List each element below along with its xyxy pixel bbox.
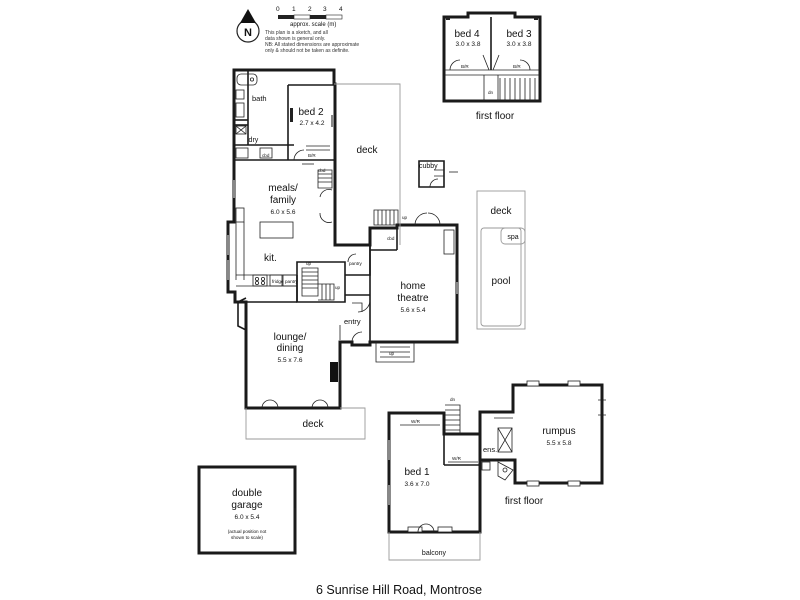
bed-1-robe-label: W/R xyxy=(411,419,421,424)
room-bed-2-size: 2.7 x 4.2 xyxy=(300,120,325,127)
room-garage: garage xyxy=(231,500,263,511)
first-floor-right-plan: rumpus 5.5 x 5.8 bed 1 3.6 x 7.0 ens. ba… xyxy=(387,380,606,561)
room-bed-3-size: 3.0 x 3.8 xyxy=(507,41,532,48)
room-rumpus-size: 5.5 x 5.8 xyxy=(547,440,572,447)
stair-down-label-right: dn xyxy=(450,397,456,402)
room-deck-pool: deck xyxy=(490,206,512,217)
fridge-label: fridge xyxy=(272,279,284,284)
garage-plan: double garage 6.0 x 5.4 (actual position… xyxy=(197,465,297,555)
theatre-stair-up-label: up xyxy=(402,215,408,220)
room-lounge: lounge/ xyxy=(274,332,307,343)
scale-tick-2: 2 xyxy=(308,6,312,13)
stair-up-label: up xyxy=(306,261,312,266)
first-floor-right-label: first floor xyxy=(505,496,544,507)
garage-note-2: shown to scale) xyxy=(231,535,263,540)
room-bed-4: bed 4 xyxy=(454,29,479,40)
room-garage-size: 6.0 x 5.4 xyxy=(235,514,260,521)
scale-label: approx. scale (m) xyxy=(290,22,336,28)
cupboard-label-2: cbd xyxy=(318,168,326,173)
room-home: home xyxy=(400,281,425,292)
spa-label: spa xyxy=(507,234,518,241)
room-double: double xyxy=(232,488,262,499)
room-meals-size: 6.0 x 5.6 xyxy=(271,209,296,216)
garage-note-1: (actual position not xyxy=(228,529,267,534)
address-title: 6 Sunrise Hill Road, Montrose xyxy=(316,583,482,597)
entry-stair-up-label: up xyxy=(389,351,395,356)
scale-note-3: NB: All stated dimensions are approximat… xyxy=(265,42,359,48)
ground-floor-plan: bath bed 2 2.7 x 4.2 ldry cbd B/R cbd de… xyxy=(226,68,526,440)
room-dining: dining xyxy=(277,343,304,354)
theatre-cupboard-label: cbd xyxy=(387,236,395,241)
bed-1-robe-label-2: W/R xyxy=(452,456,462,461)
room-deck-bottom: deck xyxy=(302,419,324,430)
bed-2-robe-label: B/R xyxy=(308,153,316,158)
north-arrow-icon xyxy=(240,9,256,23)
room-theatre: theatre xyxy=(397,293,429,304)
room-rumpus: rumpus xyxy=(542,426,575,437)
room-family: family xyxy=(270,195,296,206)
room-laundry: ldry xyxy=(247,137,259,144)
room-theatre-size: 5.6 x 5.4 xyxy=(401,307,426,314)
room-lounge-size: 5.5 x 7.6 xyxy=(278,357,303,364)
room-bed-4-size: 3.0 x 3.8 xyxy=(456,41,481,48)
bed-3-robe-label: B/R xyxy=(513,64,521,69)
room-kitchen: kit. xyxy=(264,253,277,264)
scale-bar: 0 1 2 3 4 approx. scale (m) This plan is… xyxy=(265,6,359,54)
stair-up-label-2: up xyxy=(335,285,341,290)
first-floor-top-label: first floor xyxy=(476,111,515,122)
room-cubby: cubby xyxy=(419,163,438,170)
room-balcony: balcony xyxy=(422,550,447,557)
first-floor-top-plan: bed 4 3.0 x 3.8 bed 3 3.0 x 3.8 B/R B/R … xyxy=(442,11,542,122)
room-bed-3: bed 3 xyxy=(506,29,531,40)
room-bath: bath xyxy=(252,94,267,103)
compass: N xyxy=(236,9,260,43)
scale-note-4: only & should not be taken as definite. xyxy=(265,48,350,54)
compass-letter: N xyxy=(244,27,252,39)
room-meals: meals/ xyxy=(268,183,298,194)
scale-tick-0: 0 xyxy=(276,6,280,13)
scale-note-1: This plan is a sketch, and all xyxy=(265,30,328,36)
bed-4-robe-label: B/R xyxy=(461,64,469,69)
cupboard-label: cbd xyxy=(262,153,270,158)
room-ensuite: ens. xyxy=(483,445,497,454)
scale-note-2: data shown is general only. xyxy=(265,36,325,42)
scale-tick-4: 4 xyxy=(339,6,343,13)
scale-tick-3: 3 xyxy=(323,6,327,13)
pool-label: pool xyxy=(492,276,511,287)
scale-tick-1: 1 xyxy=(292,6,296,13)
room-bed-1: bed 1 xyxy=(404,467,429,478)
room-pantry: pantry xyxy=(349,261,362,266)
room-bed-2: bed 2 xyxy=(298,107,323,118)
room-deck-top: deck xyxy=(356,145,378,156)
stair-down-label: dn xyxy=(488,90,494,95)
room-entry: entry xyxy=(344,317,361,326)
room-bed-1-size: 3.6 x 7.0 xyxy=(405,481,430,488)
pantry-small-label: pantry xyxy=(285,279,298,284)
